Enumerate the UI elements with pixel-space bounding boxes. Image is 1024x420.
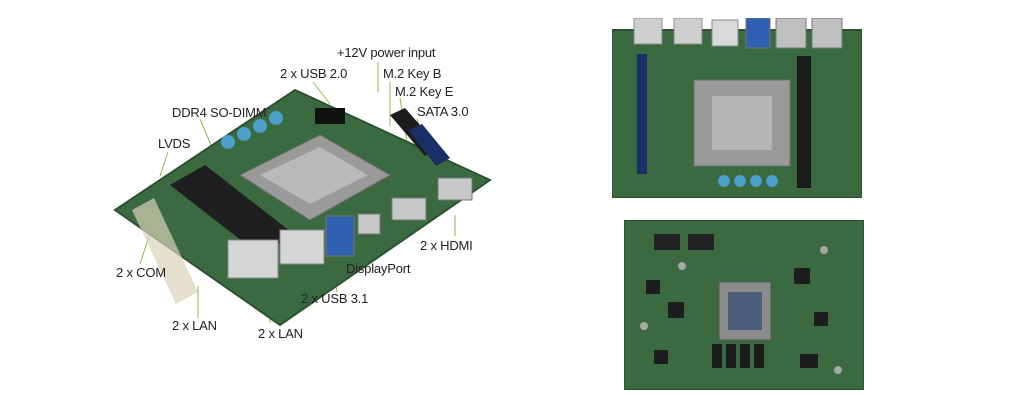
- com-headers: [132, 198, 198, 304]
- hdmi-port-2: [437, 177, 473, 201]
- label-sata: SATA 3.0: [417, 104, 469, 119]
- ddr4-slot: [170, 165, 295, 255]
- displayport: [357, 213, 381, 235]
- label-power-input: +12V power input: [337, 45, 436, 60]
- label-ddr4: DDR4 SO-DIMM: [172, 105, 267, 120]
- hdmi-port-1: [391, 197, 427, 221]
- label-usb31: 2 x USB 3.1: [301, 291, 369, 306]
- label-lan-bottom: 2 x LAN: [258, 326, 303, 341]
- label-lvds: LVDS: [158, 136, 191, 151]
- label-usb20: 2 x USB 2.0: [280, 66, 348, 81]
- sata-connector: [408, 124, 450, 166]
- label-hdmi: 2 x HDMI: [420, 238, 473, 253]
- power-input: [315, 108, 345, 124]
- lan-jack-2: [279, 229, 325, 265]
- usb31-ports: [325, 215, 355, 257]
- board-angled-photo: [113, 88, 493, 327]
- board-top-view-photo: [612, 18, 862, 198]
- board-bottom-view-photo: [624, 220, 864, 390]
- heatsink-plate: [260, 147, 368, 204]
- label-m2-key-e: M.2 Key E: [395, 84, 454, 99]
- label-m2-key-b: M.2 Key B: [383, 66, 442, 81]
- label-displayport: DisplayPort: [346, 261, 411, 276]
- label-lan-left: 2 x LAN: [172, 318, 217, 333]
- label-com: 2 x COM: [116, 265, 166, 280]
- lan-jack-1: [227, 239, 279, 279]
